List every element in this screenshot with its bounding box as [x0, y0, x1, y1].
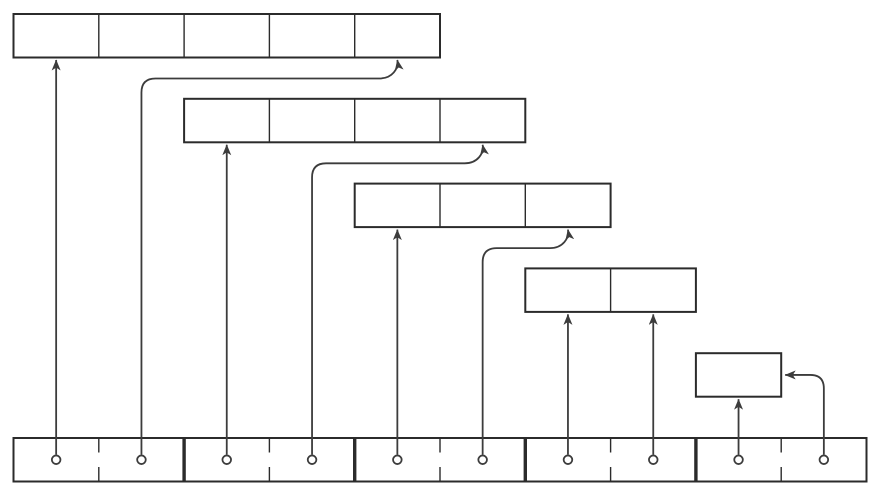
level-5-array [694, 352, 783, 398]
level-3-array [353, 182, 612, 229]
pointer-origin-dot [50, 454, 62, 465]
pointer-origin-dot [392, 454, 403, 465]
array-outline [353, 182, 612, 229]
pointer-origin-dot [221, 454, 232, 465]
pointer-origin-dot [733, 454, 744, 465]
pointer-origin-dot [477, 454, 488, 465]
array-outline [12, 13, 441, 59]
pointer-origin-dot [648, 454, 659, 465]
level-4-array [524, 267, 697, 313]
level-1-array [12, 13, 441, 59]
level-2-array [183, 97, 527, 144]
pointer-origin-dot [306, 454, 318, 465]
pointer-origin-dot [136, 454, 147, 465]
pointer-origin-dot [562, 454, 574, 465]
arrow-p5-l3-last [481, 229, 575, 455]
array-outline [694, 352, 783, 398]
pointer-origin-dot [818, 454, 830, 465]
arrow-p1-l1-last [140, 59, 404, 455]
arrow-p3-l2-last [311, 144, 489, 455]
arrow-p9-l5-side [784, 370, 825, 455]
pointer-array [12, 437, 868, 483]
